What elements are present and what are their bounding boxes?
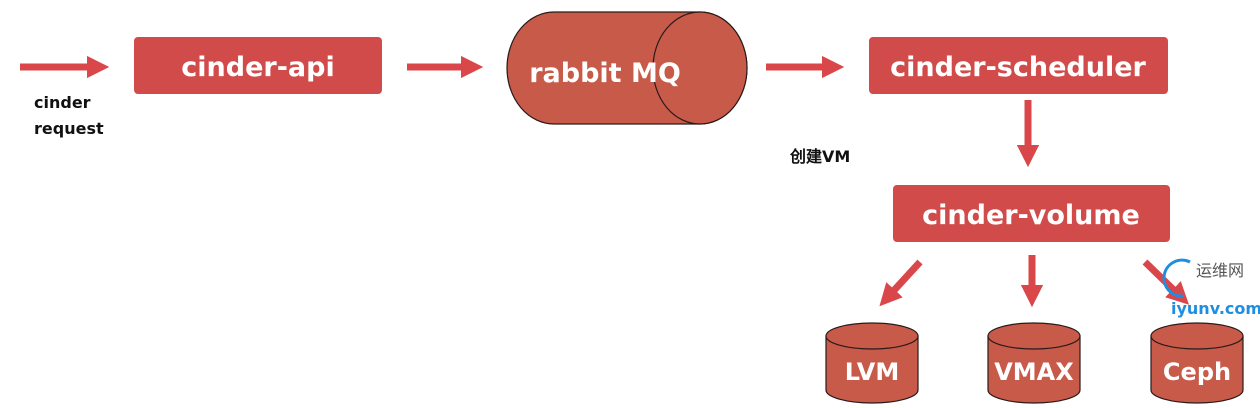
create-vm-label: 创建VM xyxy=(789,147,850,166)
cinder-scheduler-label: cinder-scheduler xyxy=(890,52,1146,83)
cinder-api-box xyxy=(134,37,382,94)
lvm-label: LVM xyxy=(845,358,899,386)
cinder-volume-box xyxy=(893,185,1170,242)
vmax-cylinder xyxy=(987,322,1081,404)
ceph-cylinder xyxy=(1150,322,1244,404)
arrow-volume-to-lvm xyxy=(879,259,923,307)
cinder-scheduler-box xyxy=(869,37,1168,94)
cinder-api-label: cinder-api xyxy=(181,52,334,83)
watermark: 运维网 iyunv.com xyxy=(1162,258,1260,318)
request-label-line1: cinder xyxy=(34,93,91,112)
cinder-volume-label: cinder-volume xyxy=(922,200,1140,231)
ceph-label: Ceph xyxy=(1163,358,1231,386)
rabbit-mq-label: rabbit MQ xyxy=(529,58,681,89)
lvm-cylinder xyxy=(825,322,919,404)
rabbit-mq-cylinder xyxy=(506,11,748,125)
watermark-top: 运维网 xyxy=(1196,261,1244,280)
request-label-line2: request xyxy=(34,119,104,138)
watermark-bottom: iyunv.com xyxy=(1171,299,1260,318)
vmax-label: VMAX xyxy=(994,358,1074,386)
